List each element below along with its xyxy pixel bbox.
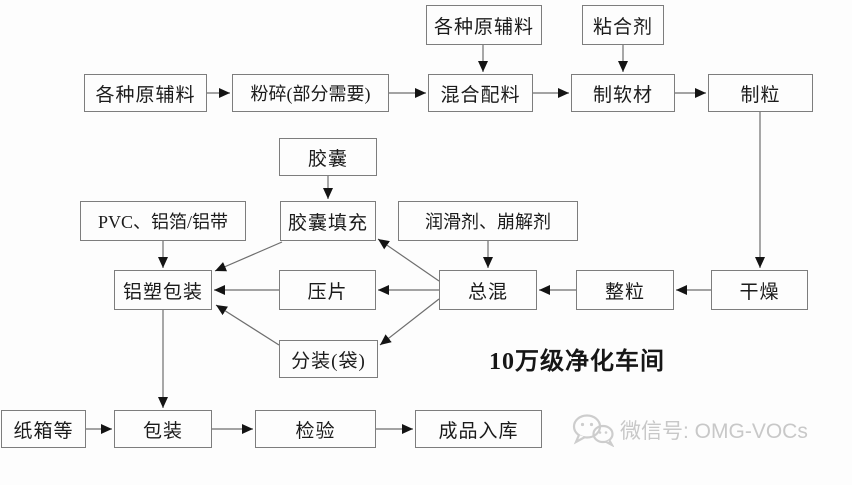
flow-node-raw-materials-left: 各种原辅料 (84, 74, 207, 112)
flow-node-pvc-foil: PVC、铝箔/铝带 (80, 201, 246, 241)
flow-node-carton: 纸箱等 (1, 410, 86, 448)
flow-node-blister-packing: 铝塑包装 (114, 270, 212, 310)
flow-node-binder: 粘合剂 (582, 5, 664, 45)
flow-node-lubricant-disintegrant: 润滑剂、崩解剂 (398, 201, 578, 241)
flow-node-capsule-filling: 胶囊填充 (280, 201, 376, 241)
flow-node-soft-material: 制软材 (571, 74, 675, 112)
watermark-text: 微信号: OMG-VOCs (620, 420, 808, 443)
flow-node-granule-sizing: 整粒 (576, 270, 674, 310)
flow-node-tablet-pressing: 压片 (279, 270, 376, 310)
flow-node-packaging: 包装 (114, 410, 212, 448)
flow-edge-final-blending-to-capsule-filling (377, 238, 440, 282)
watermark: 微信号: OMG-VOCs (572, 413, 808, 447)
flow-node-bag-filling: 分装(袋) (279, 340, 378, 378)
cleanroom-grade-label: 10万级净化车间 (489, 349, 665, 375)
flow-node-capsule: 胶囊 (279, 138, 377, 176)
flow-node-raw-materials-top: 各种原辅料 (426, 5, 542, 45)
flow-node-crushing: 粉碎(部分需要) (232, 74, 389, 112)
flow-node-warehousing: 成品入库 (415, 410, 542, 448)
flow-edge-bag-filling-to-blister-packing (215, 304, 280, 346)
flow-node-granulation: 制粒 (708, 74, 813, 112)
flow-edge-capsule-filling-to-blister-packing (214, 241, 283, 272)
wechat-icon (572, 413, 614, 447)
flow-node-final-blending: 总混 (439, 270, 537, 310)
flow-node-drying: 干燥 (711, 270, 808, 310)
flow-node-mixing: 混合配料 (428, 74, 533, 112)
flow-node-inspection: 检验 (255, 410, 376, 448)
flow-edge-final-blending-to-bag-filling (379, 298, 440, 346)
